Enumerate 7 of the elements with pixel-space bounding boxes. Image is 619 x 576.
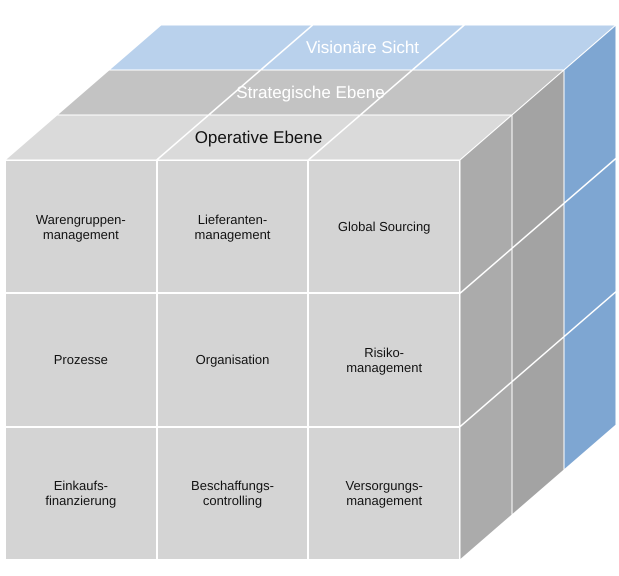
layer-heading: Visionäre Sicht xyxy=(306,38,420,58)
topic-cell: Global Sourcing xyxy=(308,160,460,294)
topic-cell: Lieferanten- management xyxy=(156,160,308,294)
topic-cell: Organisation xyxy=(156,293,308,427)
layer-heading: Strategische Ebene xyxy=(236,82,385,102)
topic-cell: Risiko- management xyxy=(308,293,460,427)
layer-heading: Operative Ebene xyxy=(194,128,322,148)
